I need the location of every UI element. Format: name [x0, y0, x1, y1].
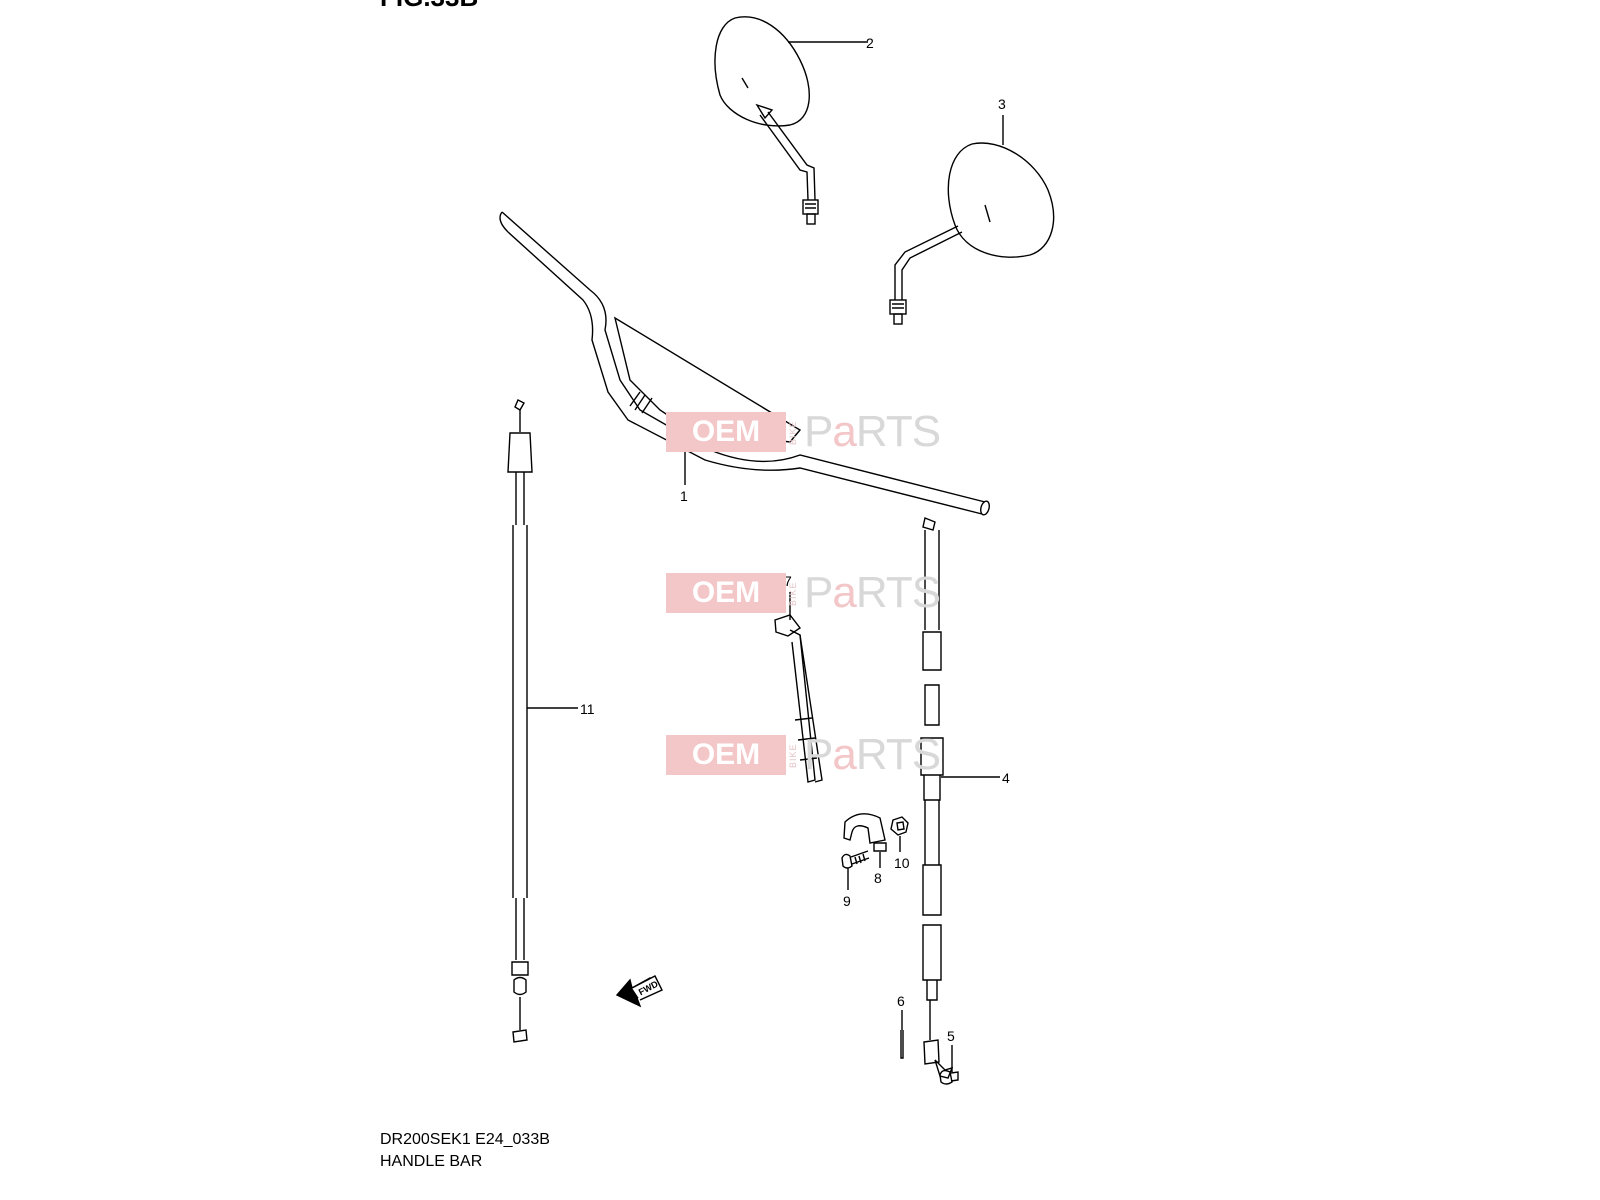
callout-11: 11: [580, 701, 595, 717]
cable-throttle: [507, 399, 533, 1043]
callout-8: 8: [874, 870, 882, 886]
figure-heading: FIG.33B: [380, 0, 478, 13]
watermark-oem-text: OEM: [666, 573, 786, 613]
footer-code: DR200SEK1 E24_033B: [380, 1131, 550, 1148]
watermark-oem-text: OEM: [666, 412, 786, 452]
callout-7: 7: [784, 573, 792, 589]
watermark-bottom: OEM BIKE PaRTS: [666, 730, 946, 779]
pin-6: [900, 1030, 904, 1059]
cable-clamp: [843, 813, 887, 852]
cable-strap: [774, 614, 823, 783]
watermark-parts-text: PaRTS: [804, 407, 941, 456]
nut: [890, 816, 909, 836]
watermark-bike-text: BIKE: [788, 743, 798, 769]
watermark-oem-text: OEM: [666, 735, 786, 775]
watermark-parts-text: PaRTS: [804, 730, 941, 779]
watermark-bike-text: BIKE: [788, 420, 798, 446]
watermark-parts-text: PaRTS: [804, 568, 941, 617]
bolt-5: [939, 1069, 959, 1085]
callout-1: 1: [680, 488, 688, 504]
mirror-right: [889, 142, 1055, 325]
callout-10: 10: [894, 855, 910, 871]
callout-6: 6: [897, 993, 905, 1009]
callout-4: 4: [1002, 770, 1010, 786]
footer-name: HANDLE BAR: [380, 1153, 483, 1170]
mirror-left: [714, 16, 819, 225]
watermark-middle: OEM BIKE PaRTS: [666, 568, 946, 617]
callout-5: 5: [947, 1028, 955, 1044]
bolt-9: [841, 850, 870, 869]
watermark-bike-text: BIKE: [788, 581, 798, 607]
cable-clutch: [920, 517, 954, 1079]
handle-bar: [499, 211, 990, 516]
fwd-arrow-icon: [615, 975, 663, 1008]
callout-9: 9: [843, 893, 851, 909]
callout-2: 2: [866, 35, 874, 51]
watermark-top: OEM BIKE PaRTS: [666, 407, 946, 456]
callout-3: 3: [998, 96, 1006, 112]
